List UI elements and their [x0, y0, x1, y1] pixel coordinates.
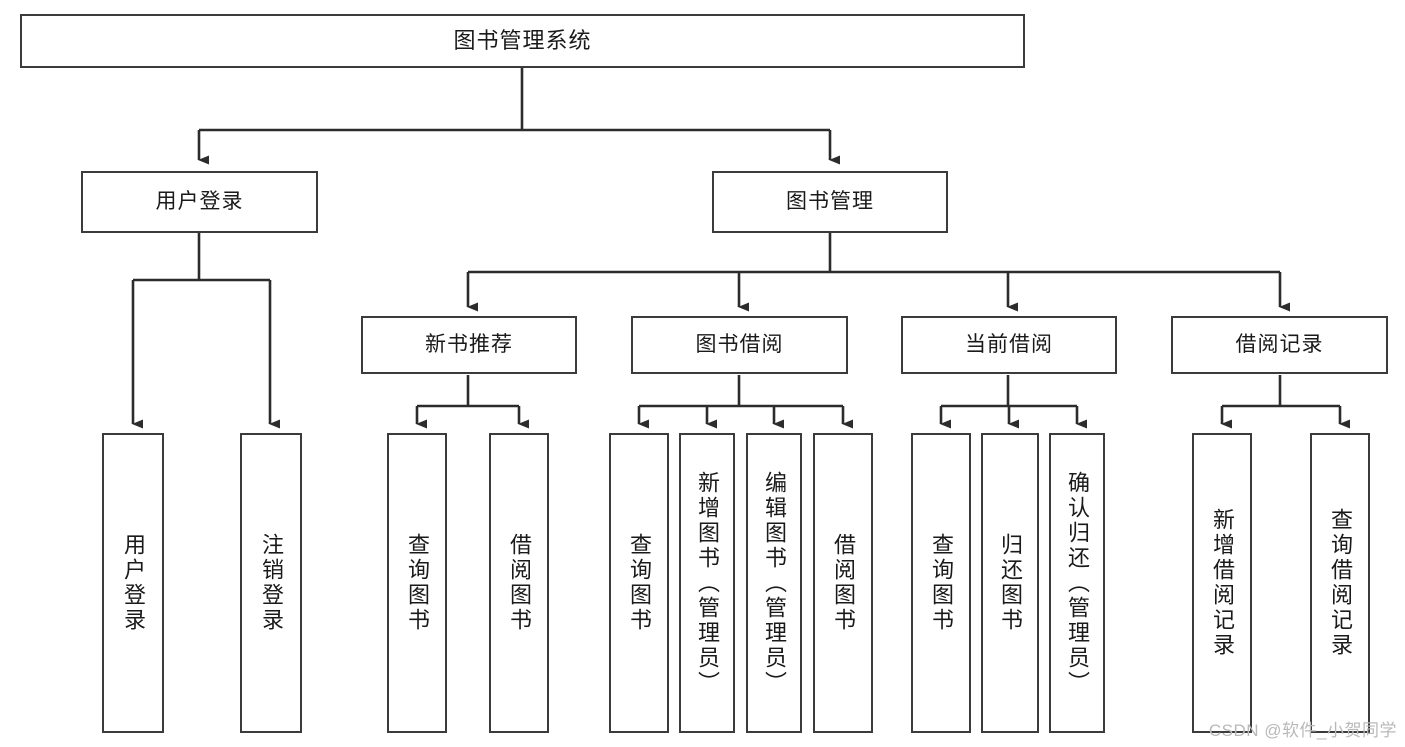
node-label: 查询图书	[626, 533, 652, 633]
node-user-login[interactable]: 用户登录	[81, 171, 318, 233]
node-label: 新书推荐	[425, 333, 513, 357]
node-leaf-add-borrow-record[interactable]: 新增借阅记录	[1192, 433, 1252, 733]
node-leaf-query-book-nb[interactable]: 查询图书	[387, 433, 447, 733]
node-leaf-return-book[interactable]: 归还图书	[981, 433, 1039, 733]
node-label: 借阅记录	[1235, 333, 1324, 357]
node-label: 归还图书	[997, 533, 1023, 633]
node-new-book-recommend[interactable]: 新书推荐	[361, 316, 577, 374]
watermark-text: CSDN @软件_小贺同学	[1208, 721, 1397, 740]
node-label: 注销登录	[258, 533, 284, 633]
node-label: 借阅图书	[830, 533, 856, 633]
node-label: 查询图书	[928, 533, 954, 633]
node-label: 借阅图书	[506, 533, 532, 633]
node-book-management[interactable]: 图书管理	[712, 171, 948, 233]
node-borrow-record[interactable]: 借阅记录	[1171, 316, 1388, 374]
node-label: 新增借阅记录	[1209, 508, 1235, 658]
node-current-borrow[interactable]: 当前借阅	[901, 316, 1117, 374]
node-leaf-user-login[interactable]: 用户登录	[102, 433, 164, 733]
node-label: 图书管理	[786, 190, 874, 214]
node-label: 当前借阅	[965, 333, 1053, 357]
node-label: 查询借阅记录	[1327, 508, 1353, 658]
node-label: 图书管理系统	[453, 27, 592, 53]
node-leaf-borrow-book-bb[interactable]: 借阅图书	[813, 433, 873, 733]
node-leaf-logout[interactable]: 注销登录	[240, 433, 302, 733]
node-leaf-edit-book-admin[interactable]: 编辑图书（管理员）	[746, 433, 802, 733]
node-label: 确认归还（管理员）	[1064, 470, 1090, 696]
node-leaf-borrow-book-nb[interactable]: 借阅图书	[489, 433, 549, 733]
node-leaf-query-book-cb[interactable]: 查询图书	[911, 433, 971, 733]
node-label: 编辑图书（管理员）	[761, 470, 787, 696]
node-label: 用户登录	[120, 533, 146, 633]
node-label: 查询图书	[404, 533, 430, 633]
node-root-system[interactable]: 图书管理系统	[20, 14, 1025, 68]
node-leaf-query-borrow-record[interactable]: 查询借阅记录	[1310, 433, 1370, 733]
node-label: 新增图书（管理员）	[694, 470, 720, 696]
node-book-borrow[interactable]: 图书借阅	[631, 316, 848, 374]
node-leaf-add-book-admin[interactable]: 新增图书（管理员）	[679, 433, 735, 733]
node-leaf-confirm-return-admin[interactable]: 确认归还（管理员）	[1049, 433, 1105, 733]
node-leaf-query-book-bb[interactable]: 查询图书	[609, 433, 669, 733]
node-label: 图书借阅	[695, 333, 784, 357]
node-label: 用户登录	[155, 190, 244, 214]
